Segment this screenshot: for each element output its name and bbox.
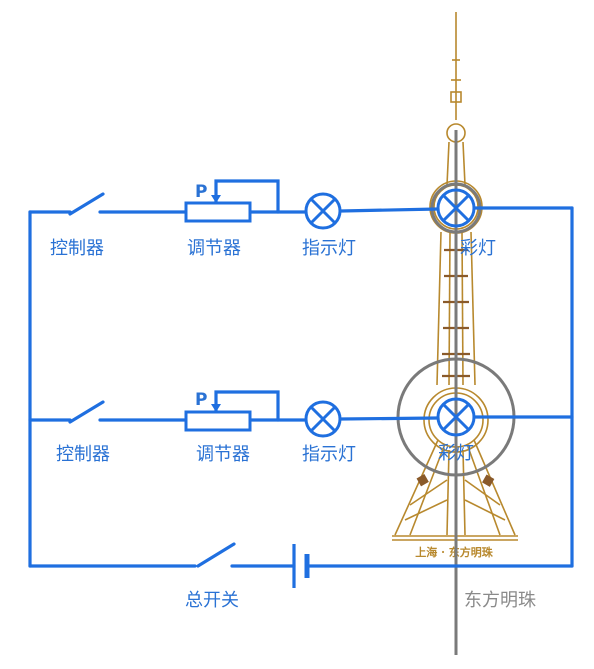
color-lamp-icon	[436, 397, 476, 437]
tower-sign-text: 上海 · 东方明珠	[415, 545, 493, 559]
switch-icon	[68, 192, 105, 216]
regulator-label-top: 调节器	[187, 238, 241, 259]
circuit-wires	[28, 179, 574, 568]
regulator-marker-top: P	[195, 182, 207, 202]
color-lamp-label-bottom: 彩灯	[438, 443, 474, 464]
main-switch-icon	[196, 542, 236, 568]
regulator-marker-bottom: P	[195, 390, 207, 410]
battery-icon	[292, 544, 310, 588]
color-lamp-label-top: 彩灯	[460, 238, 496, 259]
lamp-icon	[304, 192, 342, 230]
switch-icon	[68, 400, 105, 424]
indicator-label-top: 指示灯	[302, 238, 356, 259]
tower-caption: 东方明珠	[464, 590, 536, 611]
lamp-icon	[304, 400, 342, 438]
main-switch-label: 总开关	[185, 590, 239, 611]
rheostat-wiper-arrow	[211, 404, 221, 412]
indicator-label-bottom: 指示灯	[302, 444, 356, 465]
rheostat-icon	[184, 410, 252, 432]
color-lamp-icon	[436, 188, 476, 228]
rheostat-icon	[184, 201, 252, 223]
controller-label-top: 控制器	[50, 238, 104, 259]
regulator-label-bottom: 调节器	[196, 444, 250, 465]
rheostat-wiper-arrow	[211, 195, 221, 203]
controller-label-bottom: 控制器	[56, 444, 110, 465]
